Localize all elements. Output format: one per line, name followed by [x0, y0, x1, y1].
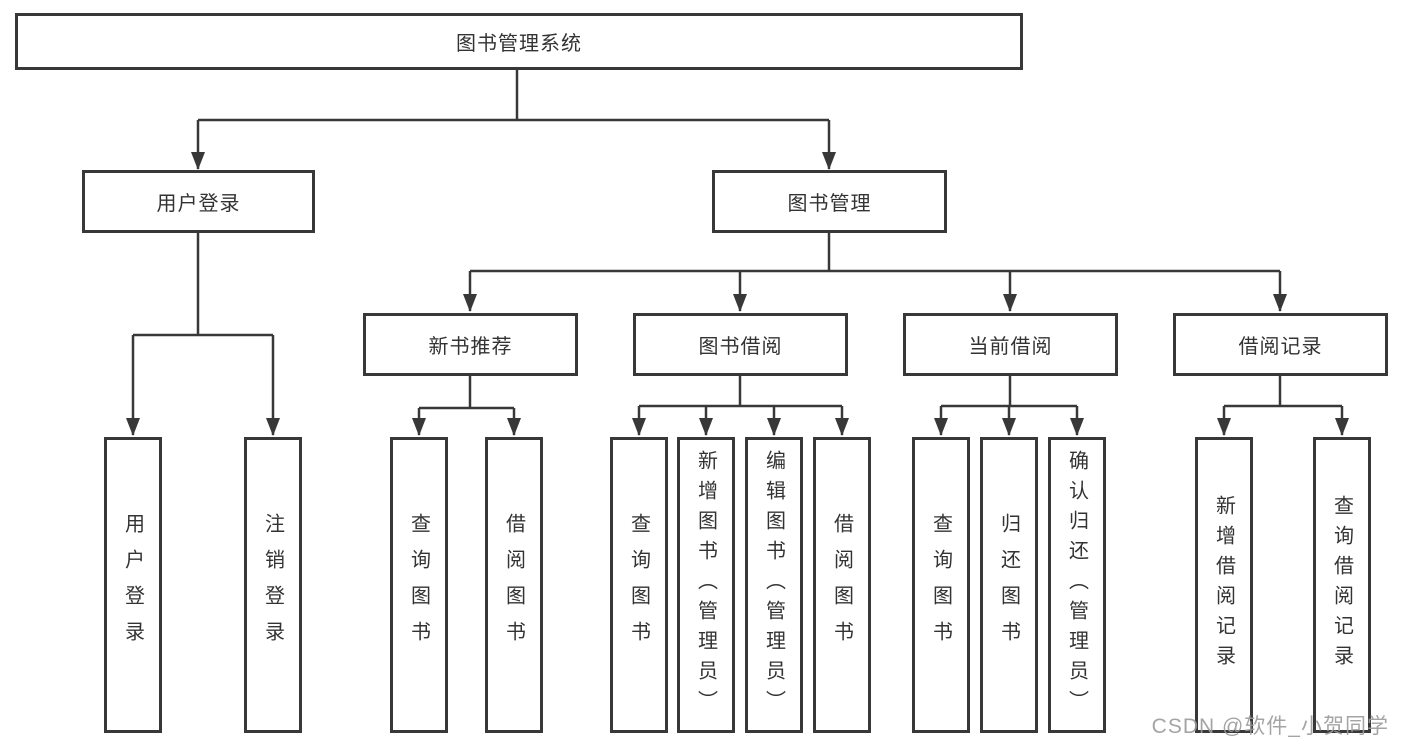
- leaf-add-borrow-record: 新增借阅记录: [1195, 437, 1253, 733]
- node-book-borrow: 图书借阅: [633, 313, 848, 376]
- node-new-book-recommend-label: 新书推荐: [428, 336, 513, 358]
- leaf-query-borrow-record-label: 查询借阅记录: [1330, 495, 1353, 675]
- node-book-borrow-label: 图书借阅: [698, 336, 783, 358]
- leaf-logout-label: 注销登录: [261, 513, 284, 657]
- leaf-borrow-books-2: 借阅图书: [813, 437, 871, 733]
- leaf-borrow-books-1: 借阅图书: [485, 437, 543, 733]
- node-book-management-label: 图书管理: [787, 193, 872, 215]
- leaf-confirm-return-admin-label: 确认归还（管理员）: [1065, 450, 1088, 720]
- leaf-edit-book-admin: 编辑图书（管理员）: [745, 437, 803, 733]
- node-user-login-label: 用户登录: [156, 193, 241, 215]
- leaf-user-login-label: 用户登录: [121, 513, 144, 657]
- leaf-query-books-1: 查询图书: [390, 437, 448, 733]
- node-root-label: 图书管理系统: [456, 33, 582, 55]
- leaf-return-book-label: 归还图书: [997, 513, 1020, 657]
- leaf-query-books-3-label: 查询图书: [929, 513, 952, 657]
- leaf-edit-book-admin-label: 编辑图书（管理员）: [762, 450, 785, 720]
- leaf-borrow-books-2-label: 借阅图书: [830, 513, 853, 657]
- leaf-query-books-3: 查询图书: [912, 437, 970, 733]
- node-borrow-records-label: 借阅记录: [1238, 336, 1323, 358]
- node-current-borrow-label: 当前借阅: [968, 336, 1053, 358]
- leaf-borrow-books-1-label: 借阅图书: [502, 513, 525, 657]
- leaf-add-book-admin: 新增图书（管理员）: [677, 437, 735, 733]
- leaf-logout: 注销登录: [244, 437, 302, 733]
- node-new-book-recommend: 新书推荐: [363, 313, 578, 376]
- node-borrow-records: 借阅记录: [1173, 313, 1388, 376]
- watermark: CSDN @软件_小贺同学: [1151, 715, 1389, 738]
- leaf-query-borrow-record: 查询借阅记录: [1313, 437, 1371, 733]
- leaf-add-borrow-record-label: 新增借阅记录: [1212, 495, 1235, 675]
- leaf-query-books-2: 查询图书: [610, 437, 668, 733]
- node-book-management: 图书管理: [712, 170, 947, 233]
- node-current-borrow: 当前借阅: [903, 313, 1118, 376]
- leaf-return-book: 归还图书: [980, 437, 1038, 733]
- node-root: 图书管理系统: [15, 13, 1023, 70]
- leaf-query-books-2-label: 查询图书: [627, 513, 650, 657]
- leaf-query-books-1-label: 查询图书: [407, 513, 430, 657]
- leaf-confirm-return-admin: 确认归还（管理员）: [1048, 437, 1106, 733]
- tree-connectors: [126, 70, 1349, 436]
- leaf-user-login: 用户登录: [104, 437, 162, 733]
- leaf-add-book-admin-label: 新增图书（管理员）: [694, 450, 717, 720]
- node-user-login: 用户登录: [82, 170, 315, 233]
